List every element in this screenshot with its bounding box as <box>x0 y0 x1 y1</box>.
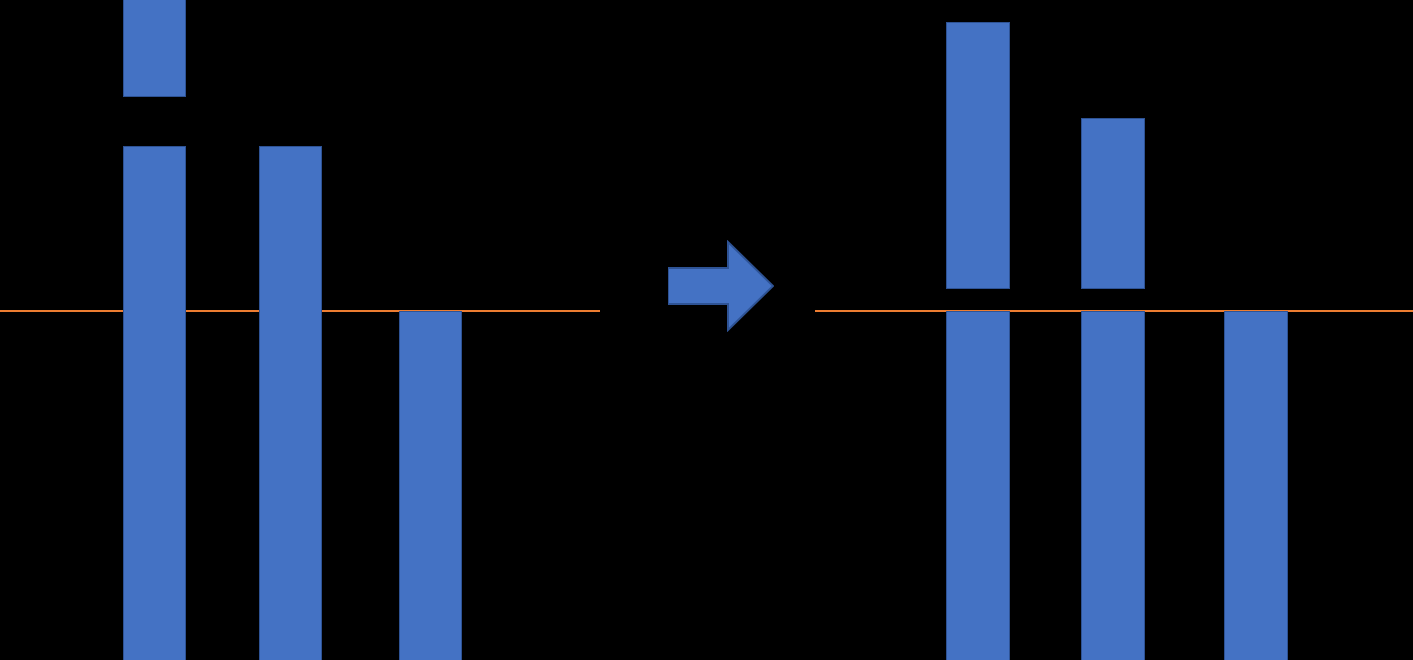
chart-panel-before <box>0 0 660 660</box>
right-arrow-icon <box>668 240 774 332</box>
bar-before-1-float <box>123 0 186 97</box>
bar-after-1-positive <box>946 22 1010 289</box>
chart-panel-after <box>800 0 1413 660</box>
bar-after-2-negative <box>1081 311 1145 660</box>
arrow-shape <box>668 240 774 332</box>
bar-after-3-negative <box>1224 311 1288 660</box>
bar-after-1-negative <box>946 311 1010 660</box>
bar-after-2-positive <box>1081 118 1145 289</box>
bar-before-3 <box>399 311 462 660</box>
bar-before-1 <box>123 146 186 660</box>
bar-before-2 <box>259 146 322 660</box>
